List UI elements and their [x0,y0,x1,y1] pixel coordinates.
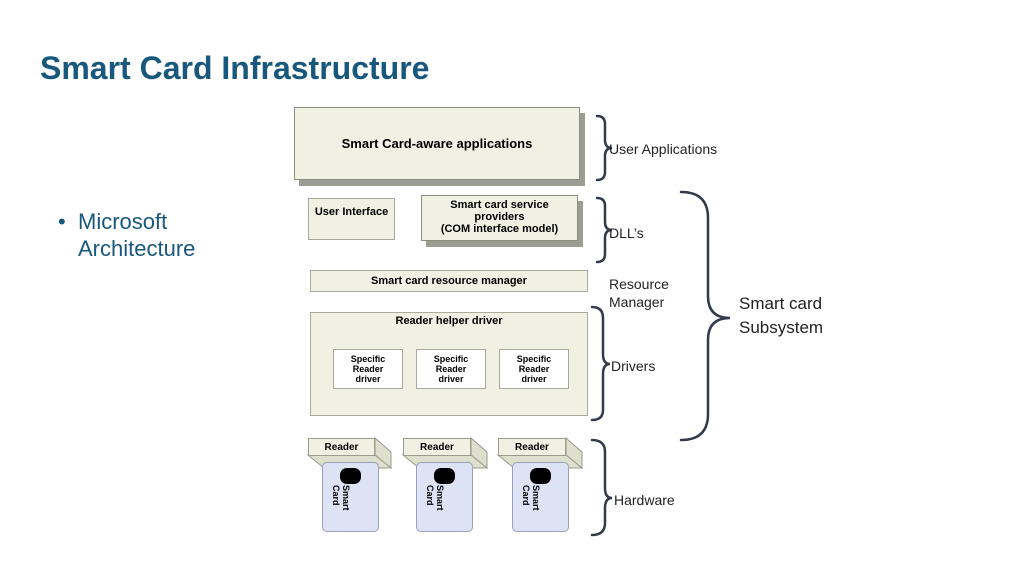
service-providers-line-2: providers [474,211,525,223]
service-providers-line-1: Smart card service [450,199,549,211]
reader-label: Reader [515,442,549,453]
user-interface-label: User Interface [314,206,389,218]
reader-helper-label: Reader helper driver [395,315,503,327]
apps-box-label: Smart Card-aware applications [341,136,533,151]
label-resource-manager: Resource Manager [609,275,669,311]
reader-label: Reader [420,442,454,453]
specific-driver-label: Specific Reader driver [350,354,386,384]
specific-driver-3: Specific Reader driver [499,349,569,389]
chip-icon [340,468,361,484]
brace-subsystem [679,190,731,442]
label-drivers: Drivers [611,358,656,374]
specific-driver-label: Specific Reader driver [433,354,469,384]
user-interface-box: User Interface [308,198,395,240]
reader-label: Reader [324,442,359,453]
specific-driver-2: Specific Reader driver [416,349,486,389]
reader-3: Reader [498,438,566,456]
resource-manager-label: Smart card resource manager [371,275,527,287]
page-title: Smart Card Infrastructure [40,50,430,86]
brace-dlls [595,196,613,264]
specific-driver-1: Specific Reader driver [333,349,403,389]
service-providers-line-3: (COM interface model) [440,223,559,235]
brace-hardware [590,438,613,537]
service-providers-box: Smart card service providers (COM interf… [421,195,578,241]
reader-1: Reader [308,438,375,456]
apps-box: Smart Card-aware applications [294,107,580,180]
chip-icon [530,468,551,484]
label-user-applications: User Applications [609,141,718,157]
specific-driver-label: Specific Reader driver [516,354,552,384]
label-resource-manager-line-1: Resource [609,276,669,292]
bullet-dot: • [58,209,66,234]
brace-user-applications [595,114,613,182]
label-subsystem-line-2: Subsystem [739,318,824,337]
label-hardware: Hardware [614,492,675,508]
label-resource-manager-line-2: Manager [609,294,665,310]
brace-drivers [590,305,611,422]
resource-manager-box: Smart card resource manager [310,270,588,292]
bullet-text: Microsoft Architecture [78,209,196,261]
label-dlls: DLL’s [609,225,644,241]
reader-2: Reader [403,438,471,456]
label-subsystem-line-1: Smart card [739,294,823,313]
label-subsystem: Smart card Subsystem [739,292,823,340]
chip-icon [434,468,455,484]
